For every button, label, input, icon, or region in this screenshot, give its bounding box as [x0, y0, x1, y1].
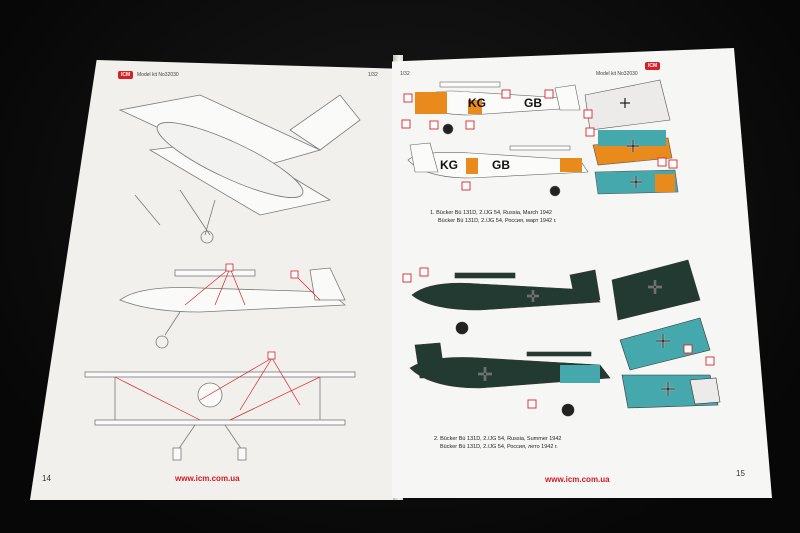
rigging-wires-front	[114, 357, 321, 421]
fuselage-code-a: KG	[468, 96, 486, 110]
page-number-right: 15	[736, 469, 745, 478]
scheme2-caption-en: 2. Bücker Bü 131D, 2./JG 54, Russia, Sum…	[434, 436, 562, 442]
rigging-callout-icon	[267, 351, 276, 360]
icm-logo-right: ICM	[645, 62, 661, 70]
scheme2-wing-views	[611, 259, 721, 409]
biplane-three-quarter-view	[118, 94, 361, 244]
scheme1-aircraft-upper	[414, 81, 581, 135]
scheme1-aircraft-lower	[407, 142, 589, 197]
scale-label-right: 1/32	[400, 71, 410, 77]
scheme1-caption-ru: Bücker Bü 131D, 2./JG 54, Россия, март 1…	[438, 218, 557, 224]
rigging-wires-side	[184, 267, 321, 306]
page-number-left: 14	[42, 474, 51, 483]
website-right: www.icm.com.ua	[545, 475, 610, 484]
biplane-side-view	[119, 267, 347, 349]
model-kit-label-right: Model kit No32030	[596, 71, 638, 77]
fuselage-code-b-lower: GB	[492, 158, 510, 172]
icm-logo-left: ICM	[118, 71, 134, 79]
model-kit-label-left: Model kit No32030	[137, 72, 179, 78]
rigging-callout-icon	[290, 270, 299, 279]
scheme2-caption-ru: Bücker Bü 131D, 2./JG 54, Россия, лето 1…	[440, 444, 558, 450]
scheme2-aircraft-upper	[411, 269, 601, 335]
scheme2-aircraft-lower	[409, 342, 611, 417]
scheme1-wing-views	[584, 79, 679, 195]
balkenkreuz-markings	[478, 98, 675, 396]
website-left: www.icm.com.ua	[175, 474, 240, 483]
fuselage-code-a-lower: KG	[440, 158, 458, 172]
biplane-front-view	[84, 371, 356, 461]
scale-label-left: 1/32	[368, 72, 378, 78]
color-callout-boxes	[401, 89, 715, 409]
scheme1-caption-en: 1. Bücker Bü 131D, 2./JG 54, Russia, Mar…	[430, 210, 552, 216]
fuselage-code-b: GB	[524, 96, 542, 110]
rigging-callout-icon	[225, 263, 234, 272]
